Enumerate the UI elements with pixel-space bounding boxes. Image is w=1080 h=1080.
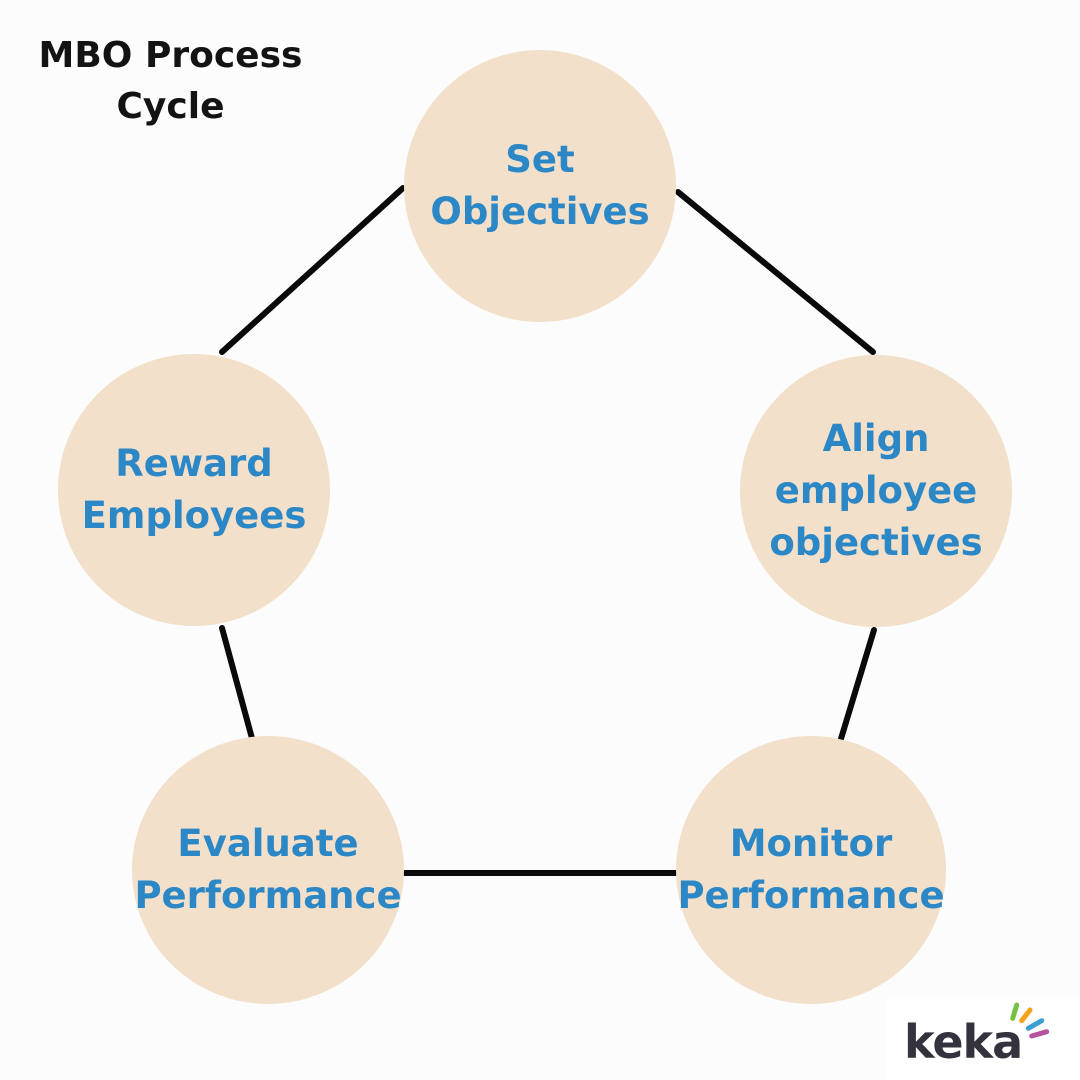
keka-wordmark: keka: [904, 1015, 1023, 1069]
node-monitor-performance: Monitor Performance: [676, 736, 946, 1004]
node-evaluate-performance: Evaluate Performance: [132, 736, 404, 1004]
node-label: Evaluate Performance: [134, 822, 402, 917]
node-label: Align employee objectives: [769, 417, 983, 564]
keka-sparks-icon: [1010, 1002, 1050, 1039]
connector-reward-to-evaluate: [219, 625, 256, 745]
node-label: Set Objectives: [430, 138, 650, 233]
node-align-employee-objectives: Align employee objectives: [740, 355, 1012, 627]
node-set-objectives: Set Objectives: [404, 50, 676, 322]
diagram-title: MBO Process Cycle: [38, 35, 303, 128]
node-label: Reward Employees: [81, 442, 307, 537]
connector-align-to-monitor: [837, 627, 877, 745]
keka-logo: keka: [886, 997, 1080, 1080]
node-reward-employees: Reward Employees: [58, 354, 330, 626]
connector-reward-to-set: [219, 185, 406, 355]
connector-set-to-align: [675, 189, 876, 355]
node-label: Monitor Performance: [677, 822, 945, 917]
